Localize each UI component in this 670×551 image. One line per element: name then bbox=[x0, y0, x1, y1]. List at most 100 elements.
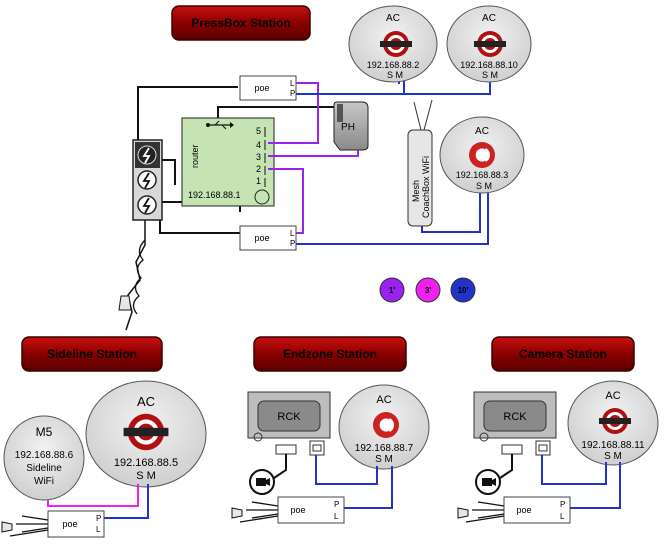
pressbox-banner bbox=[171, 5, 311, 41]
ac-top-2: AC 192.168.88.10 S M bbox=[446, 5, 532, 83]
poe-top-port-l: L bbox=[290, 79, 295, 88]
ac-top-1-name: AC bbox=[386, 13, 400, 24]
cable-10ft bbox=[344, 466, 393, 509]
m5-line1: Sideline bbox=[26, 463, 62, 474]
pressbox-title: PressBox Station bbox=[191, 16, 290, 30]
ac-camera-ip: 192.168.88.11 bbox=[581, 440, 645, 451]
mesh-label-2: CoachBox WiFi bbox=[421, 156, 431, 218]
ac-top-2-name: AC bbox=[482, 13, 496, 24]
ac-top-2-ports: S M bbox=[482, 70, 498, 80]
sideline-station: Sideline Station M5 192.168.88.6 Sidelin… bbox=[1, 336, 207, 538]
router-port-3: 3 bbox=[256, 152, 261, 162]
endzone-station: Endzone Station RCK AC 192.168.88.7 S M … bbox=[231, 336, 430, 524]
ac-right-name: AC bbox=[475, 126, 489, 137]
poe-endzone-port-p: P bbox=[334, 500, 339, 509]
power-cable bbox=[137, 86, 238, 140]
legend-label-3ft: 3' bbox=[425, 286, 431, 295]
mesh-label-1: Mesh bbox=[411, 180, 421, 202]
router-label: router bbox=[190, 144, 200, 168]
legend-label-10ft: 10' bbox=[458, 286, 469, 295]
poe-bottom-label: poe bbox=[254, 233, 269, 243]
coiled-cable bbox=[132, 239, 146, 315]
poe-top-port-p: P bbox=[290, 89, 295, 98]
router: router 5 4 3 2 1 192.168.88.1 bbox=[181, 117, 275, 207]
legend-badge-10ft bbox=[450, 277, 476, 303]
rck-endzone-label: RCK bbox=[277, 411, 301, 423]
m5-ip: 192.168.88.6 bbox=[15, 450, 74, 461]
router-ip: 192.168.88.1 bbox=[188, 190, 241, 200]
power-strip bbox=[132, 139, 163, 221]
ac-right-ip: 192.168.88.3 bbox=[456, 170, 509, 180]
ac-sideline: AC 192.168.88.5 S M bbox=[85, 380, 207, 488]
legend-badge-3ft bbox=[415, 277, 441, 303]
camera-station: Camera Station RCK AC 192.168.88.11 S M … bbox=[457, 336, 659, 524]
usb-icon bbox=[206, 120, 234, 130]
power-plug bbox=[1, 521, 13, 533]
poe-camera-port-l: L bbox=[560, 512, 565, 521]
ac-sideline-name: AC bbox=[137, 394, 155, 409]
ac-top-1: AC 192.168.88.2 S M bbox=[348, 5, 438, 83]
ac-top-1-ip: 192.168.88.2 bbox=[367, 60, 420, 70]
cable-10ft bbox=[570, 462, 621, 509]
sideline-title: Sideline Station bbox=[47, 347, 137, 361]
mesh-coachbox: Mesh CoachBox WiFi bbox=[407, 99, 433, 227]
poe-bottom-port-p: P bbox=[290, 239, 295, 248]
ac-endzone-ports: S M bbox=[375, 454, 393, 465]
cable-legend: 1' 3' 10' bbox=[379, 277, 476, 303]
power-plug bbox=[231, 507, 243, 519]
endzone-banner bbox=[253, 336, 407, 372]
ph-device: PH bbox=[333, 101, 369, 151]
ac-camera: AC 192.168.88.11 S M bbox=[567, 380, 659, 466]
m5-device: M5 192.168.88.6 Sideline WiFi bbox=[3, 415, 85, 501]
poe-top-label: poe bbox=[254, 83, 269, 93]
poe-bottom-port-l: L bbox=[290, 229, 295, 238]
ac-sideline-ports: S M bbox=[136, 470, 156, 482]
ac-camera-ports: S M bbox=[604, 451, 622, 462]
router-port-4: 4 bbox=[256, 140, 261, 150]
rck-camera: RCK bbox=[473, 391, 557, 456]
cable-1ft bbox=[268, 82, 319, 144]
endzone-title: Endzone Station bbox=[283, 347, 377, 361]
sideline-banner bbox=[21, 336, 163, 372]
poe-bottom: poe L P bbox=[239, 225, 297, 251]
poe-endzone-label: poe bbox=[290, 505, 305, 515]
m5-line2: WiFi bbox=[34, 476, 54, 487]
rck-endzone: RCK bbox=[247, 391, 331, 456]
power-plug bbox=[118, 295, 132, 311]
power-cable-tail bbox=[239, 501, 279, 523]
ph-label: PH bbox=[341, 122, 355, 133]
poe-sideline-port-p: P bbox=[96, 514, 101, 523]
power-cable bbox=[162, 159, 176, 185]
ac-right: AC 192.168.88.3 S M bbox=[439, 116, 525, 194]
poe-sideline-port-l: L bbox=[96, 525, 101, 534]
ac-sideline-ip: 192.168.88.5 bbox=[114, 457, 178, 469]
ac-right-ports: S M bbox=[476, 181, 492, 191]
poe-camera-label: poe bbox=[516, 505, 531, 515]
ac-endzone-name: AC bbox=[376, 394, 391, 406]
cable-10ft bbox=[404, 78, 491, 95]
poe-sideline: poe P L bbox=[47, 510, 105, 538]
cable-10ft bbox=[421, 192, 481, 233]
legend-badge-1ft bbox=[379, 277, 405, 303]
poe-camera: poe P L bbox=[503, 496, 571, 524]
poe-endzone: poe P L bbox=[277, 496, 345, 524]
ac-endzone: AC 192.168.88.7 S M bbox=[338, 384, 430, 470]
power-plug bbox=[457, 507, 469, 519]
power-cable-tail bbox=[9, 515, 49, 537]
m5-name: M5 bbox=[36, 425, 53, 439]
cable-10ft bbox=[541, 455, 607, 485]
cable-1ft bbox=[268, 168, 304, 234]
ac-top-2-ip: 192.168.88.10 bbox=[460, 60, 518, 70]
cable-10ft bbox=[296, 192, 489, 245]
router-port-1: 1 bbox=[256, 176, 261, 186]
poe-camera-port-p: P bbox=[560, 500, 565, 509]
cable-1ft bbox=[268, 150, 359, 157]
pressbox-station: PressBox Station router 5 4 3 2 bbox=[118, 5, 532, 331]
ac-endzone-ip: 192.168.88.7 bbox=[355, 443, 414, 454]
camera-title: Camera Station bbox=[519, 347, 607, 361]
legend-label-1ft: 1' bbox=[389, 286, 395, 295]
ac-top-1-ports: S M bbox=[387, 70, 403, 80]
power-cable bbox=[217, 106, 352, 120]
cable-10ft bbox=[104, 484, 149, 519]
camera-banner bbox=[491, 336, 635, 372]
